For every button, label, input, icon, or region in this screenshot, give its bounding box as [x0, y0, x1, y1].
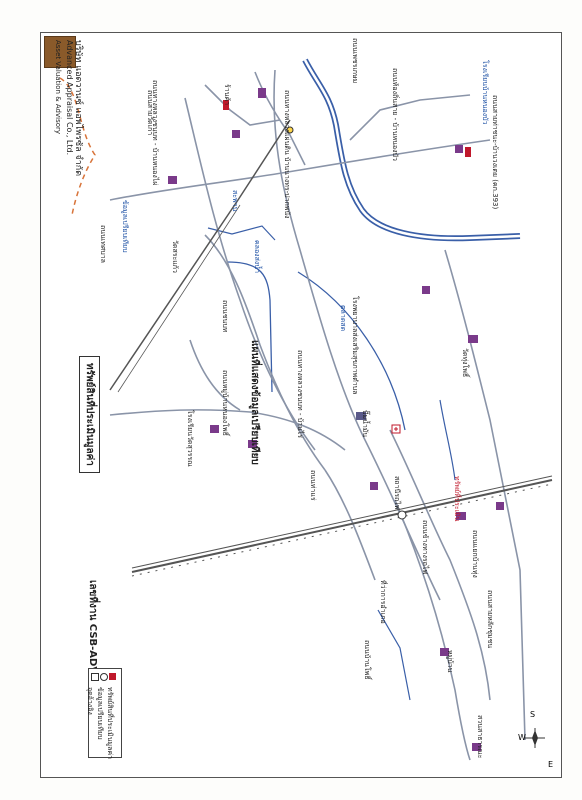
- road-left-low: [109, 409, 346, 451]
- company-name-th: บริษัท แอดวานซ์ แอพไพรซัล จำกัด: [73, 40, 83, 177]
- canal-3: [439, 399, 456, 481]
- railway-icon: [286, 126, 294, 134]
- building-icon: [440, 648, 449, 656]
- road-main-h: [109, 139, 491, 201]
- road-label: ถนนชนบท: [221, 300, 229, 333]
- legend: ทรัพย์สินที่ประเมินมูลค่า ข้อมูลเปรียบเท…: [86, 668, 122, 760]
- road-upper: [254, 71, 306, 166]
- building-icon: [472, 743, 481, 751]
- subject-marker-icon: [109, 673, 116, 680]
- road-right: [389, 429, 491, 701]
- road-label: ถนนทางหลวงชนบท - บ้านไร่: [296, 350, 304, 439]
- compare-label: ข้อมูลเปรียบเทียบ: [121, 200, 129, 253]
- road-bottom: [394, 499, 471, 761]
- map-title: แผนที่แสดงข้อมูลเปรียบเทียบ: [249, 340, 260, 465]
- place-label: โรงเรียนบ้านหนองบัว: [481, 60, 489, 125]
- canal-1: [227, 261, 273, 393]
- road-loop: [189, 339, 241, 411]
- subject-label: ทรัพย์ที่ประเมิน: [453, 476, 461, 522]
- building-icon: [370, 482, 378, 490]
- canal-5: [207, 225, 276, 241]
- compass-e: E: [548, 760, 554, 769]
- railway-north-2: [117, 204, 241, 393]
- road-top-right: [349, 94, 471, 141]
- road-bottom-left: [324, 469, 376, 581]
- river-inner: [303, 59, 521, 240]
- company-logo: [44, 36, 76, 68]
- compass-icon: [525, 728, 545, 748]
- place-label: สวนสาธารณะ: [476, 715, 484, 759]
- road-label: ถนนท่าแร่: [309, 470, 317, 501]
- temple-icon: [456, 512, 466, 520]
- building-icon: [168, 176, 177, 184]
- road-label: ถนนสายท่าชนะ-บ้านวงเตย (คก.393): [491, 95, 499, 210]
- compare-marker-icon: [100, 673, 108, 681]
- place-label: โรงพยาบาลส่งเสริมสุขภาพตำบล: [351, 296, 359, 395]
- railway-icon: [397, 510, 407, 520]
- road-label: ถนนบ้านโพธิ์: [363, 640, 371, 680]
- building-icon: [422, 286, 430, 294]
- subtitle: ทรัพย์สินที่ประเมินมูลค่า: [79, 356, 100, 473]
- road-label: ถนนแยกบ้านทุ่ง: [471, 530, 479, 578]
- road-label: ถนนเพชรเกษม: [351, 38, 359, 84]
- road-label: ถนนหมู่บ้านหนองโพธิ์: [221, 370, 229, 436]
- boundary-dashed: [59, 77, 96, 216]
- flag-icon: [223, 100, 229, 110]
- building-icon: [455, 145, 463, 153]
- place-label: ตลาดสด: [339, 305, 347, 332]
- place-label: สถานีรถไฟ: [393, 476, 401, 510]
- road-label: ถนนทางหลวงแผ่นดิน บ้านนางทร-ปากพนัง: [283, 90, 291, 219]
- building-icon: [248, 440, 257, 448]
- compass-w: W: [518, 733, 526, 742]
- place-label: โรงเรียนวัดสุวรรณ: [186, 410, 194, 467]
- railway: [131, 475, 553, 577]
- canal-2: [297, 271, 406, 431]
- road-label: ถนนข้างทางรถไฟ: [421, 520, 429, 575]
- building-icon: [258, 88, 266, 98]
- building-icon: [210, 425, 219, 433]
- temple-icon: [468, 335, 478, 343]
- place-label: วัดทุ่งโพธิ์: [461, 348, 469, 378]
- place-label: คลองส่งน้ำ: [253, 240, 261, 274]
- legend-item: จุดอ้างอิง: [86, 687, 94, 715]
- road-label: ถนนเทศบาล: [99, 225, 107, 263]
- canal-4: [377, 609, 411, 701]
- building-icon: [232, 130, 240, 138]
- reference-marker-icon: [91, 673, 99, 681]
- place-label: สะพาน: [231, 190, 239, 212]
- place-label: ปั๊มน้ำมัน: [361, 410, 369, 438]
- road-left-top: [204, 84, 281, 126]
- place-label: หมู่บ้าน: [446, 650, 454, 673]
- legend-item: ทรัพย์สินที่ประเมินมูลค่า: [106, 687, 114, 760]
- compass-s: S: [530, 710, 536, 719]
- road-label: ถนนสายวัดเก่า: [146, 90, 154, 136]
- place-label: ที่ว่าการอำเภอ: [379, 580, 387, 624]
- road-label: ถนนท้องถิ่นสาย - บ้านหนองบัว: [391, 68, 399, 161]
- hospital-icon: [391, 424, 401, 434]
- railway-north: [109, 119, 291, 391]
- place-label: วัดสระแก้ว: [171, 240, 179, 273]
- company-tagline: Asset Valuation & Advisory: [54, 40, 62, 135]
- road-mid: [204, 234, 326, 471]
- legend-item: ข้อมูลเปรียบเทียบ: [96, 687, 104, 740]
- road-label: ถนนสายหลักชุมชน: [486, 590, 494, 649]
- place-label: ร้านค้า: [223, 84, 231, 106]
- road-far-right: [444, 249, 526, 741]
- flag-icon: [465, 147, 471, 157]
- building-icon: [496, 502, 504, 510]
- company-name-en: Advanced Appraisal Co., Ltd.: [65, 40, 74, 156]
- school-icon: [356, 412, 366, 420]
